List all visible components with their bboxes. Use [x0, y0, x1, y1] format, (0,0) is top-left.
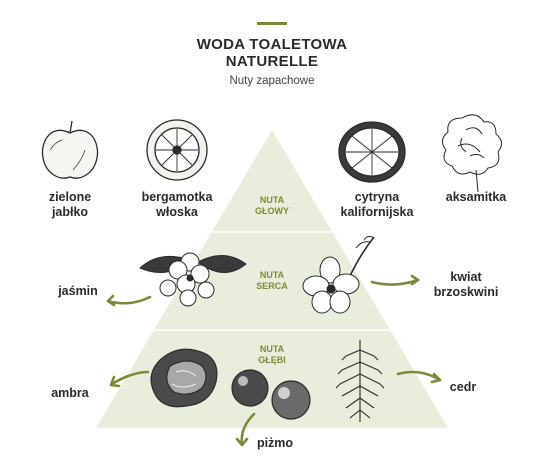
label-cedar-line1: cedr: [449, 380, 477, 394]
velvet-flower-icon: [442, 114, 502, 193]
label-apple-line2: jabłko: [51, 205, 89, 219]
note-top-line2: GŁOWY: [255, 206, 289, 216]
amber-stone-icon: [150, 348, 218, 408]
label-jasmine-line1: jaśmin: [58, 284, 98, 298]
label-bergamot-line1: bergamotka: [141, 190, 213, 204]
label-amber: ambra: [40, 386, 100, 401]
label-velvet-line1: aksamitka: [445, 190, 507, 204]
arrow-head-musk: [235, 437, 249, 447]
arrow-to-musk: [240, 412, 256, 446]
arrow-head-peach: [410, 274, 420, 286]
label-musk-line1: piżmo: [256, 436, 294, 450]
label-cedar: cedr: [438, 380, 488, 395]
bergamot-icon: [146, 119, 208, 181]
label-musk: piżmo: [240, 436, 310, 451]
label-apple-line1: zielone: [48, 190, 92, 204]
note-base-line1: NUTA: [259, 344, 285, 354]
label-bergamot-line2: włoska: [156, 205, 198, 219]
title-line-2: NATURELLE: [225, 53, 319, 70]
label-lemon: cytryna kalifornijska: [327, 190, 427, 220]
label-lemon-line1: cytryna: [354, 190, 400, 204]
header-accent-bar: [257, 22, 287, 25]
label-jasmine: jaśmin: [48, 284, 108, 299]
subtitle: Nuty zapachowe: [229, 75, 315, 87]
label-bergamot: bergamotka włoska: [127, 190, 227, 220]
cedar-icon: [335, 340, 385, 422]
label-peach-line1: kwiat: [450, 270, 482, 284]
title-line-1: WODA TOALETOWA: [196, 36, 348, 53]
note-heart-line2: SERCA: [256, 281, 288, 291]
arrow-head-jasmine: [106, 294, 116, 307]
note-heart-label: NUTA SERCA: [242, 270, 302, 292]
musk-icon: [231, 369, 311, 420]
label-amber-line1: ambra: [51, 386, 89, 400]
label-apple: zielone jabłko: [30, 190, 110, 220]
apple-icon: [41, 120, 99, 179]
peach-blossom-icon: [302, 235, 375, 314]
label-lemon-line2: kalifornijska: [340, 205, 414, 219]
arrow-to-jasmine: [106, 295, 152, 305]
label-velvet: aksamitka: [434, 190, 518, 205]
note-top-line1: NUTA: [259, 195, 285, 205]
note-top-label: NUTA GŁOWY: [242, 195, 302, 217]
jasmine-icon: [139, 252, 247, 307]
note-base-label: NUTA GŁĘBI: [242, 344, 302, 366]
label-peach: kwiat brzoskwini: [418, 270, 514, 300]
note-heart-line1: NUTA: [259, 270, 285, 280]
arrow-head-amber: [109, 375, 121, 388]
label-peach-line2: brzoskwini: [433, 285, 499, 299]
arrow-head-cedar: [430, 372, 442, 384]
note-base-line2: GŁĘBI: [258, 355, 286, 365]
lemon-icon: [338, 121, 406, 183]
arrow-to-amber: [110, 370, 150, 386]
